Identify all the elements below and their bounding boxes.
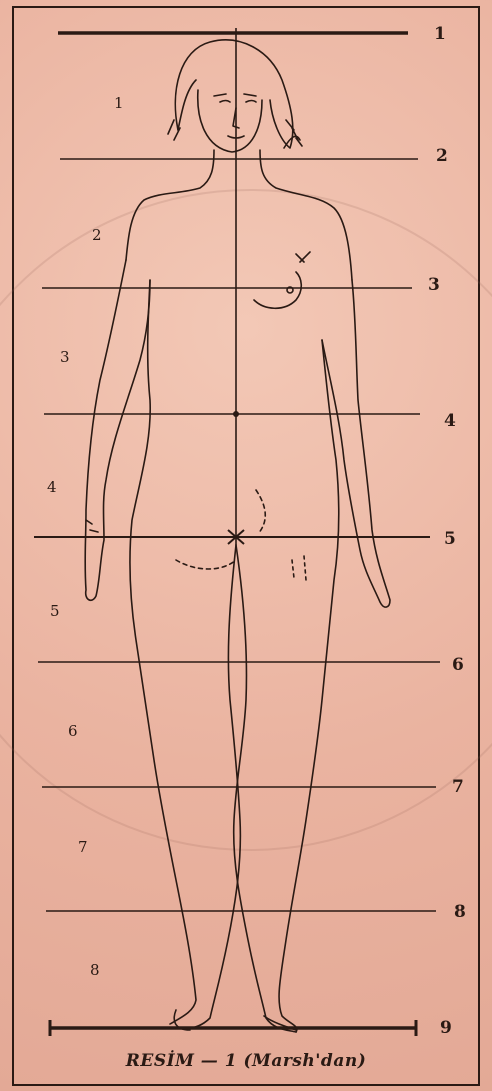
right-number-3: 3 xyxy=(428,275,440,295)
breast xyxy=(254,272,301,308)
left-number-7: 7 xyxy=(78,838,88,856)
face-outline xyxy=(198,90,262,152)
left-number-8: 8 xyxy=(90,961,100,979)
left-number-5: 5 xyxy=(50,602,60,620)
left-number-2: 2 xyxy=(92,226,102,244)
hair-outline xyxy=(175,40,292,148)
navel-mark xyxy=(233,411,239,417)
left-leg-outline xyxy=(130,280,196,1024)
right-inner-leg xyxy=(234,545,296,1032)
left-number-4: 4 xyxy=(47,478,57,496)
left-shoulder xyxy=(126,150,214,260)
right-number-8: 8 xyxy=(454,902,466,922)
right-number-4: 4 xyxy=(444,411,456,431)
right-number-1: 1 xyxy=(434,24,446,44)
left-number-3: 3 xyxy=(60,348,70,366)
left-number-1: 1 xyxy=(114,94,124,112)
right-shoulder xyxy=(260,150,352,280)
right-number-6: 6 xyxy=(452,655,464,675)
right-number-5: 5 xyxy=(444,529,456,549)
right-number-7: 7 xyxy=(452,777,464,797)
left-arm xyxy=(85,260,150,600)
figure-caption: RESİM — 1 (Marsh'dan) xyxy=(0,1051,492,1071)
left-number-6: 6 xyxy=(68,722,78,740)
right-leg-outline xyxy=(279,340,339,1032)
right-number-2: 2 xyxy=(436,146,448,166)
right-arm xyxy=(322,280,390,607)
right-numbers: 1 2 3 4 5 6 7 8 9 xyxy=(428,24,466,1038)
right-number-9: 9 xyxy=(440,1018,452,1038)
background-circle xyxy=(0,190,492,850)
